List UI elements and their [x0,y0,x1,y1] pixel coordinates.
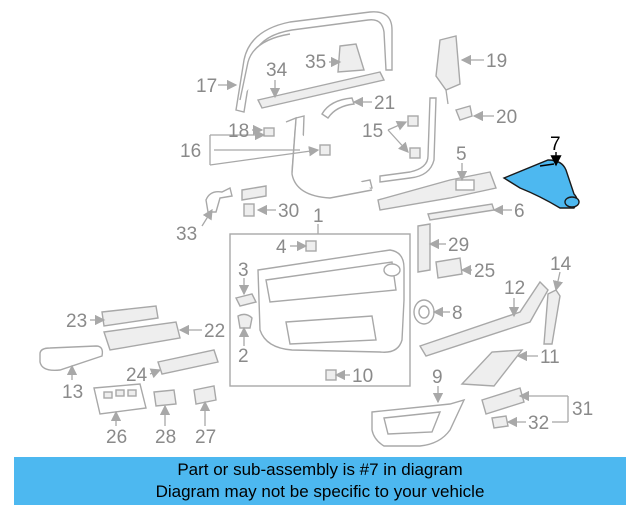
callout-17: 17 [196,76,217,97]
callout-32: 32 [528,413,549,434]
part-trim-23 [101,305,159,327]
part-weatherstrip-curve [321,97,355,119]
callout-27: 27 [195,427,216,448]
callout-22: 22 [204,321,225,342]
part-door-seal [263,115,373,199]
callout-11: 11 [540,347,560,368]
banner-line-1: Part or sub-assembly is #7 in diagram [177,460,463,479]
callout-15: 15 [362,121,383,142]
part-strip-14 [543,289,561,345]
part-plug-2 [237,313,253,329]
callout-26: 26 [106,427,127,448]
callout-12: 12 [504,278,525,299]
callout-31: 31 [572,399,593,420]
part-switch-31 [481,387,525,415]
callout-7: 7 [550,134,561,155]
part-wiring-clip [205,186,233,213]
part-mirror-bracket [435,35,461,105]
callout-28: 28 [155,427,176,448]
callout-18: 18 [228,121,249,142]
callout-29: 29 [448,235,469,256]
part-corner-trim [337,43,365,73]
callout-14: 14 [550,254,572,275]
part-switch-25 [435,257,463,279]
callout-2: 2 [238,346,249,367]
callout-5: 5 [456,144,467,165]
part-lower-strip [427,203,495,221]
callout-4: 4 [276,237,287,258]
callout-21: 21 [374,93,395,114]
part-strip-24 [157,349,219,375]
part-small-cap [455,105,473,121]
callout-24: 24 [126,365,148,386]
callout-20: 20 [496,107,517,128]
part-bezel-22 [103,321,181,351]
part-switch-26 [93,383,147,415]
callout-10: 10 [352,366,373,387]
parts-diagram: 17 34 35 19 21 20 18 16 15 5 6 7 33 30 1… [39,11,593,448]
callout-13: 13 [62,382,83,403]
part-speaker-8 [413,299,435,325]
callout-35: 35 [305,52,326,73]
part-door-panel [257,249,405,353]
part-bracket-30 [241,185,267,217]
part-trim-29 [417,223,431,273]
callout-3: 3 [238,260,249,281]
part-armrest-13 [39,345,104,372]
callout-9: 9 [432,367,443,388]
callout-34: 34 [266,60,288,81]
part-switch-27 [193,385,217,405]
part-pad-11 [460,349,524,387]
part-switch-28 [153,389,177,407]
callout-30: 30 [278,201,299,222]
callout-23: 23 [66,311,87,332]
part-pad-3 [234,293,258,307]
part-clip-10 [325,369,337,381]
callout-16: 16 [180,141,201,162]
callout-1: 1 [313,206,324,227]
part-rear-frame [379,97,437,183]
callout-33: 33 [176,224,197,245]
info-banner: Part or sub-assembly is #7 in diagram Di… [14,457,626,505]
callout-6: 6 [514,201,525,222]
callout-25: 25 [474,261,495,282]
part-upper-strip [256,71,386,109]
callout-8: 8 [452,303,463,324]
part-plug-32 [491,415,509,429]
callout-19: 19 [486,51,507,72]
part-lower-panel-9 [371,398,466,447]
part-window-frame [235,11,393,113]
part-clip-4 [305,240,317,252]
banner-line-2: Diagram may not be specific to your vehi… [155,482,485,501]
part-handle-12 [418,280,549,357]
